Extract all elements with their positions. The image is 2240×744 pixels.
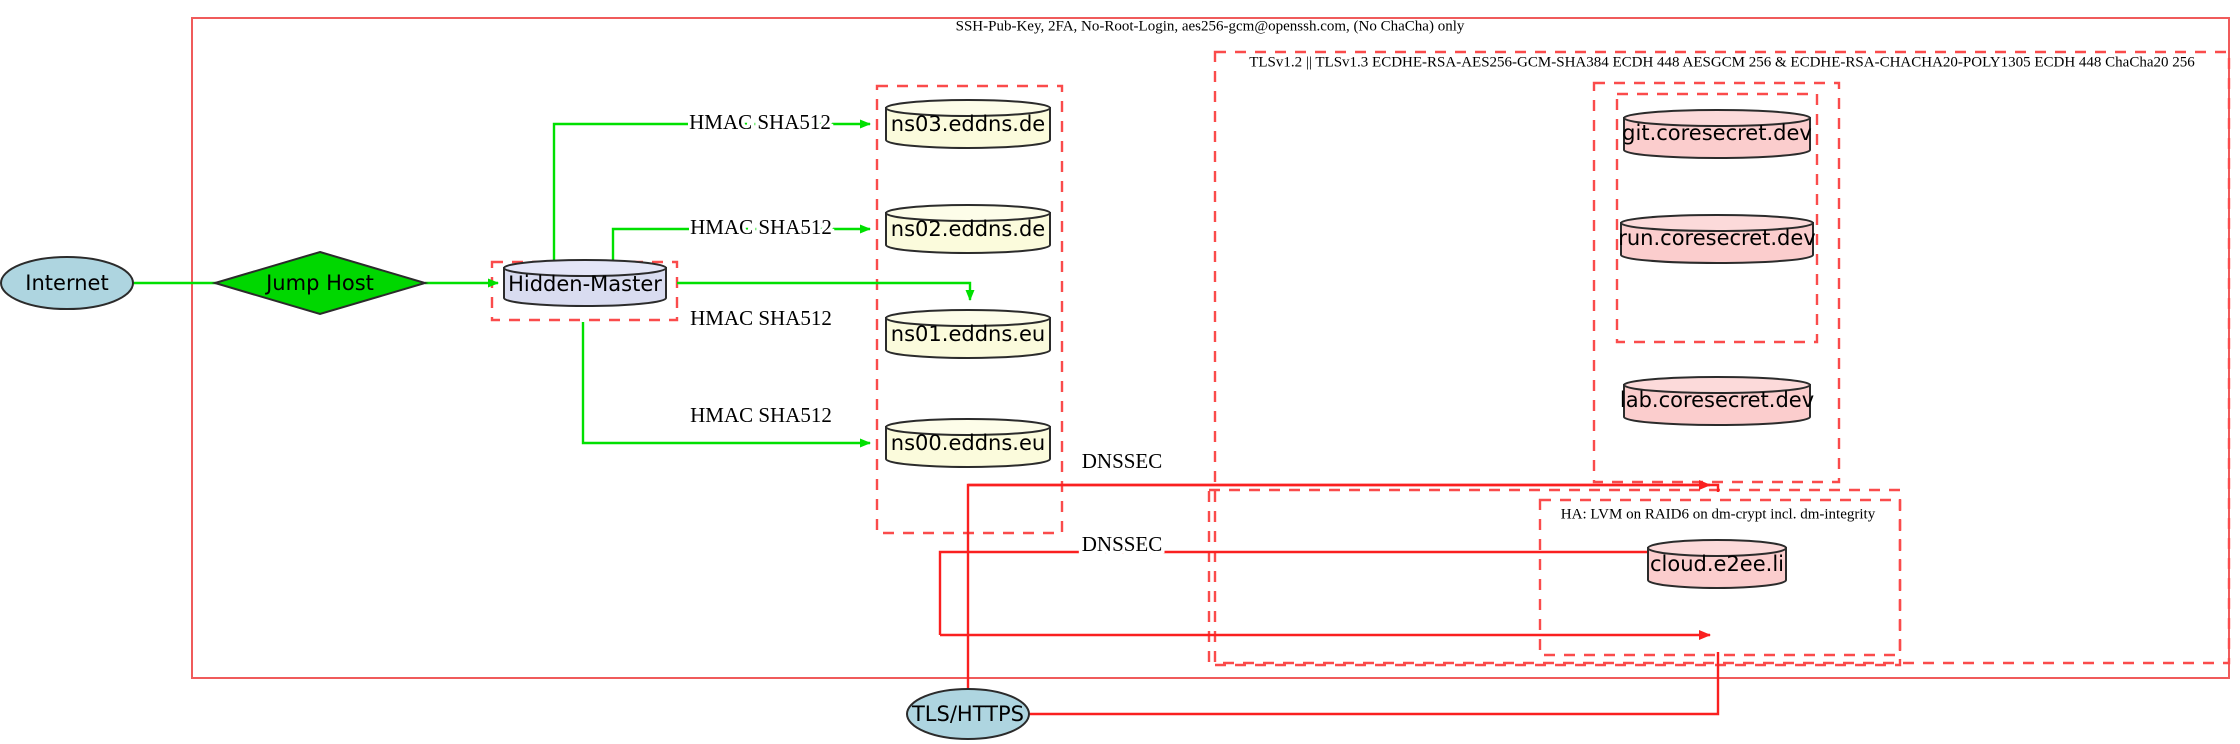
cluster-ha-storage-label: HA: LVM on RAID6 on dm-crypt incl. dm-in…	[1561, 506, 1876, 522]
node-ns02-body	[885, 212, 1051, 254]
node-hidden-master-label: Hidden-Master	[508, 272, 662, 296]
node-ns00[interactable]: ns00.eddns.eu	[885, 418, 1051, 468]
node-lab-coresecret[interactable]: lab.coresecret.dev	[1620, 376, 1814, 426]
node-hidden-master[interactable]: Hidden-Master	[503, 259, 667, 307]
cluster-cloud-zone	[1207, 488, 1902, 667]
node-ns01-body	[885, 317, 1051, 359]
node-hidden-master-body	[503, 267, 667, 307]
node-internet-label: Internet	[25, 271, 108, 295]
edge-label-hmac-ns02: HMAC SHA512	[690, 215, 832, 239]
edge-label-dnssec-upper: DNSSEC	[1082, 449, 1163, 473]
edge-label-hmac-ns01: HMAC SHA512	[690, 306, 832, 330]
cluster-tls-ciphers-label: TLSv1.2 || TLSv1.3 ECDHE-RSA-AES256-GCM-…	[1249, 54, 2195, 70]
edge-label-hmac-ns03: HMAC SHA512	[689, 110, 831, 134]
edge-hidden-master-ns03	[552, 119, 871, 260]
node-run-coresecret-label: run.coresecret.dev	[1618, 226, 1816, 250]
node-lab-coresecret-label: lab.coresecret.dev	[1620, 388, 1814, 412]
cluster-coresecret-zone	[1592, 81, 1841, 484]
node-tls-https[interactable]: TLS/HTTPS	[906, 688, 1030, 740]
edge-tls-https-cloud-riser	[938, 550, 1718, 635]
node-ns01-top	[885, 309, 1051, 327]
node-tls-https-shape	[906, 688, 1030, 740]
edge-hidden-master-ns01	[677, 281, 975, 301]
node-git-coresecret-top	[1623, 109, 1811, 127]
cluster-coresecret-inner-zone	[1615, 92, 1819, 344]
node-ns02[interactable]: ns02.eddns.de	[885, 204, 1051, 254]
node-internet-shape	[0, 256, 134, 310]
edge-hidden-master-ns00	[581, 322, 871, 448]
edge-label-dnssec-lower: DNSSEC	[1082, 532, 1163, 556]
edge-hidden-master-ns02	[611, 224, 871, 260]
node-ns00-body	[885, 426, 1051, 468]
node-jump-host-shape	[211, 250, 429, 316]
node-ns00-label: ns00.eddns.eu	[891, 431, 1045, 455]
node-hidden-master-top	[503, 259, 667, 277]
node-git-coresecret-label: git.coresecret.dev	[1622, 121, 1812, 145]
node-ns03[interactable]: ns03.eddns.de	[885, 99, 1051, 149]
cluster-ssh-outer-label: SSH-Pub-Key, 2FA, No-Root-Login, aes256-…	[956, 18, 1465, 34]
node-internet[interactable]: Internet	[0, 256, 134, 310]
edge-label-hmac-ns00: HMAC SHA512	[690, 403, 832, 427]
cluster-tls-ciphers	[1213, 50, 2231, 665]
node-run-coresecret-body	[1620, 222, 1814, 264]
node-ns03-label: ns03.eddns.de	[891, 112, 1045, 136]
node-cloud-e2ee-top	[1647, 539, 1787, 557]
edge-tls-https-cloud	[1029, 652, 1720, 716]
node-jump-host[interactable]: Jump Host	[211, 250, 429, 316]
node-ns02-label: ns02.eddns.de	[891, 217, 1045, 241]
node-lab-coresecret-top	[1623, 376, 1811, 394]
node-cloud-e2ee[interactable]: cloud.e2ee.li	[1647, 539, 1787, 589]
node-ns00-top	[885, 418, 1051, 436]
node-ns01[interactable]: ns01.eddns.eu	[885, 309, 1051, 359]
cluster-nameserver-zone	[875, 84, 1064, 535]
cluster-ssh-outer	[191, 17, 2230, 679]
node-cloud-e2ee-body	[1647, 547, 1787, 589]
node-ns03-top	[885, 99, 1051, 117]
node-lab-coresecret-body	[1623, 384, 1811, 426]
node-jump-host-label: Jump Host	[264, 271, 374, 295]
node-cloud-e2ee-label: cloud.e2ee.li	[1650, 552, 1784, 576]
node-tls-https-label: TLS/HTTPS	[911, 702, 1024, 726]
cluster-ha-storage	[1538, 498, 1902, 657]
node-ns02-top	[885, 204, 1051, 222]
node-ns01-label: ns01.eddns.eu	[891, 322, 1045, 346]
node-run-coresecret[interactable]: run.coresecret.dev	[1618, 214, 1816, 264]
node-git-coresecret[interactable]: git.coresecret.dev	[1622, 109, 1812, 159]
node-git-coresecret-body	[1623, 117, 1811, 159]
node-run-coresecret-top	[1620, 214, 1814, 232]
node-ns03-body	[885, 107, 1051, 149]
